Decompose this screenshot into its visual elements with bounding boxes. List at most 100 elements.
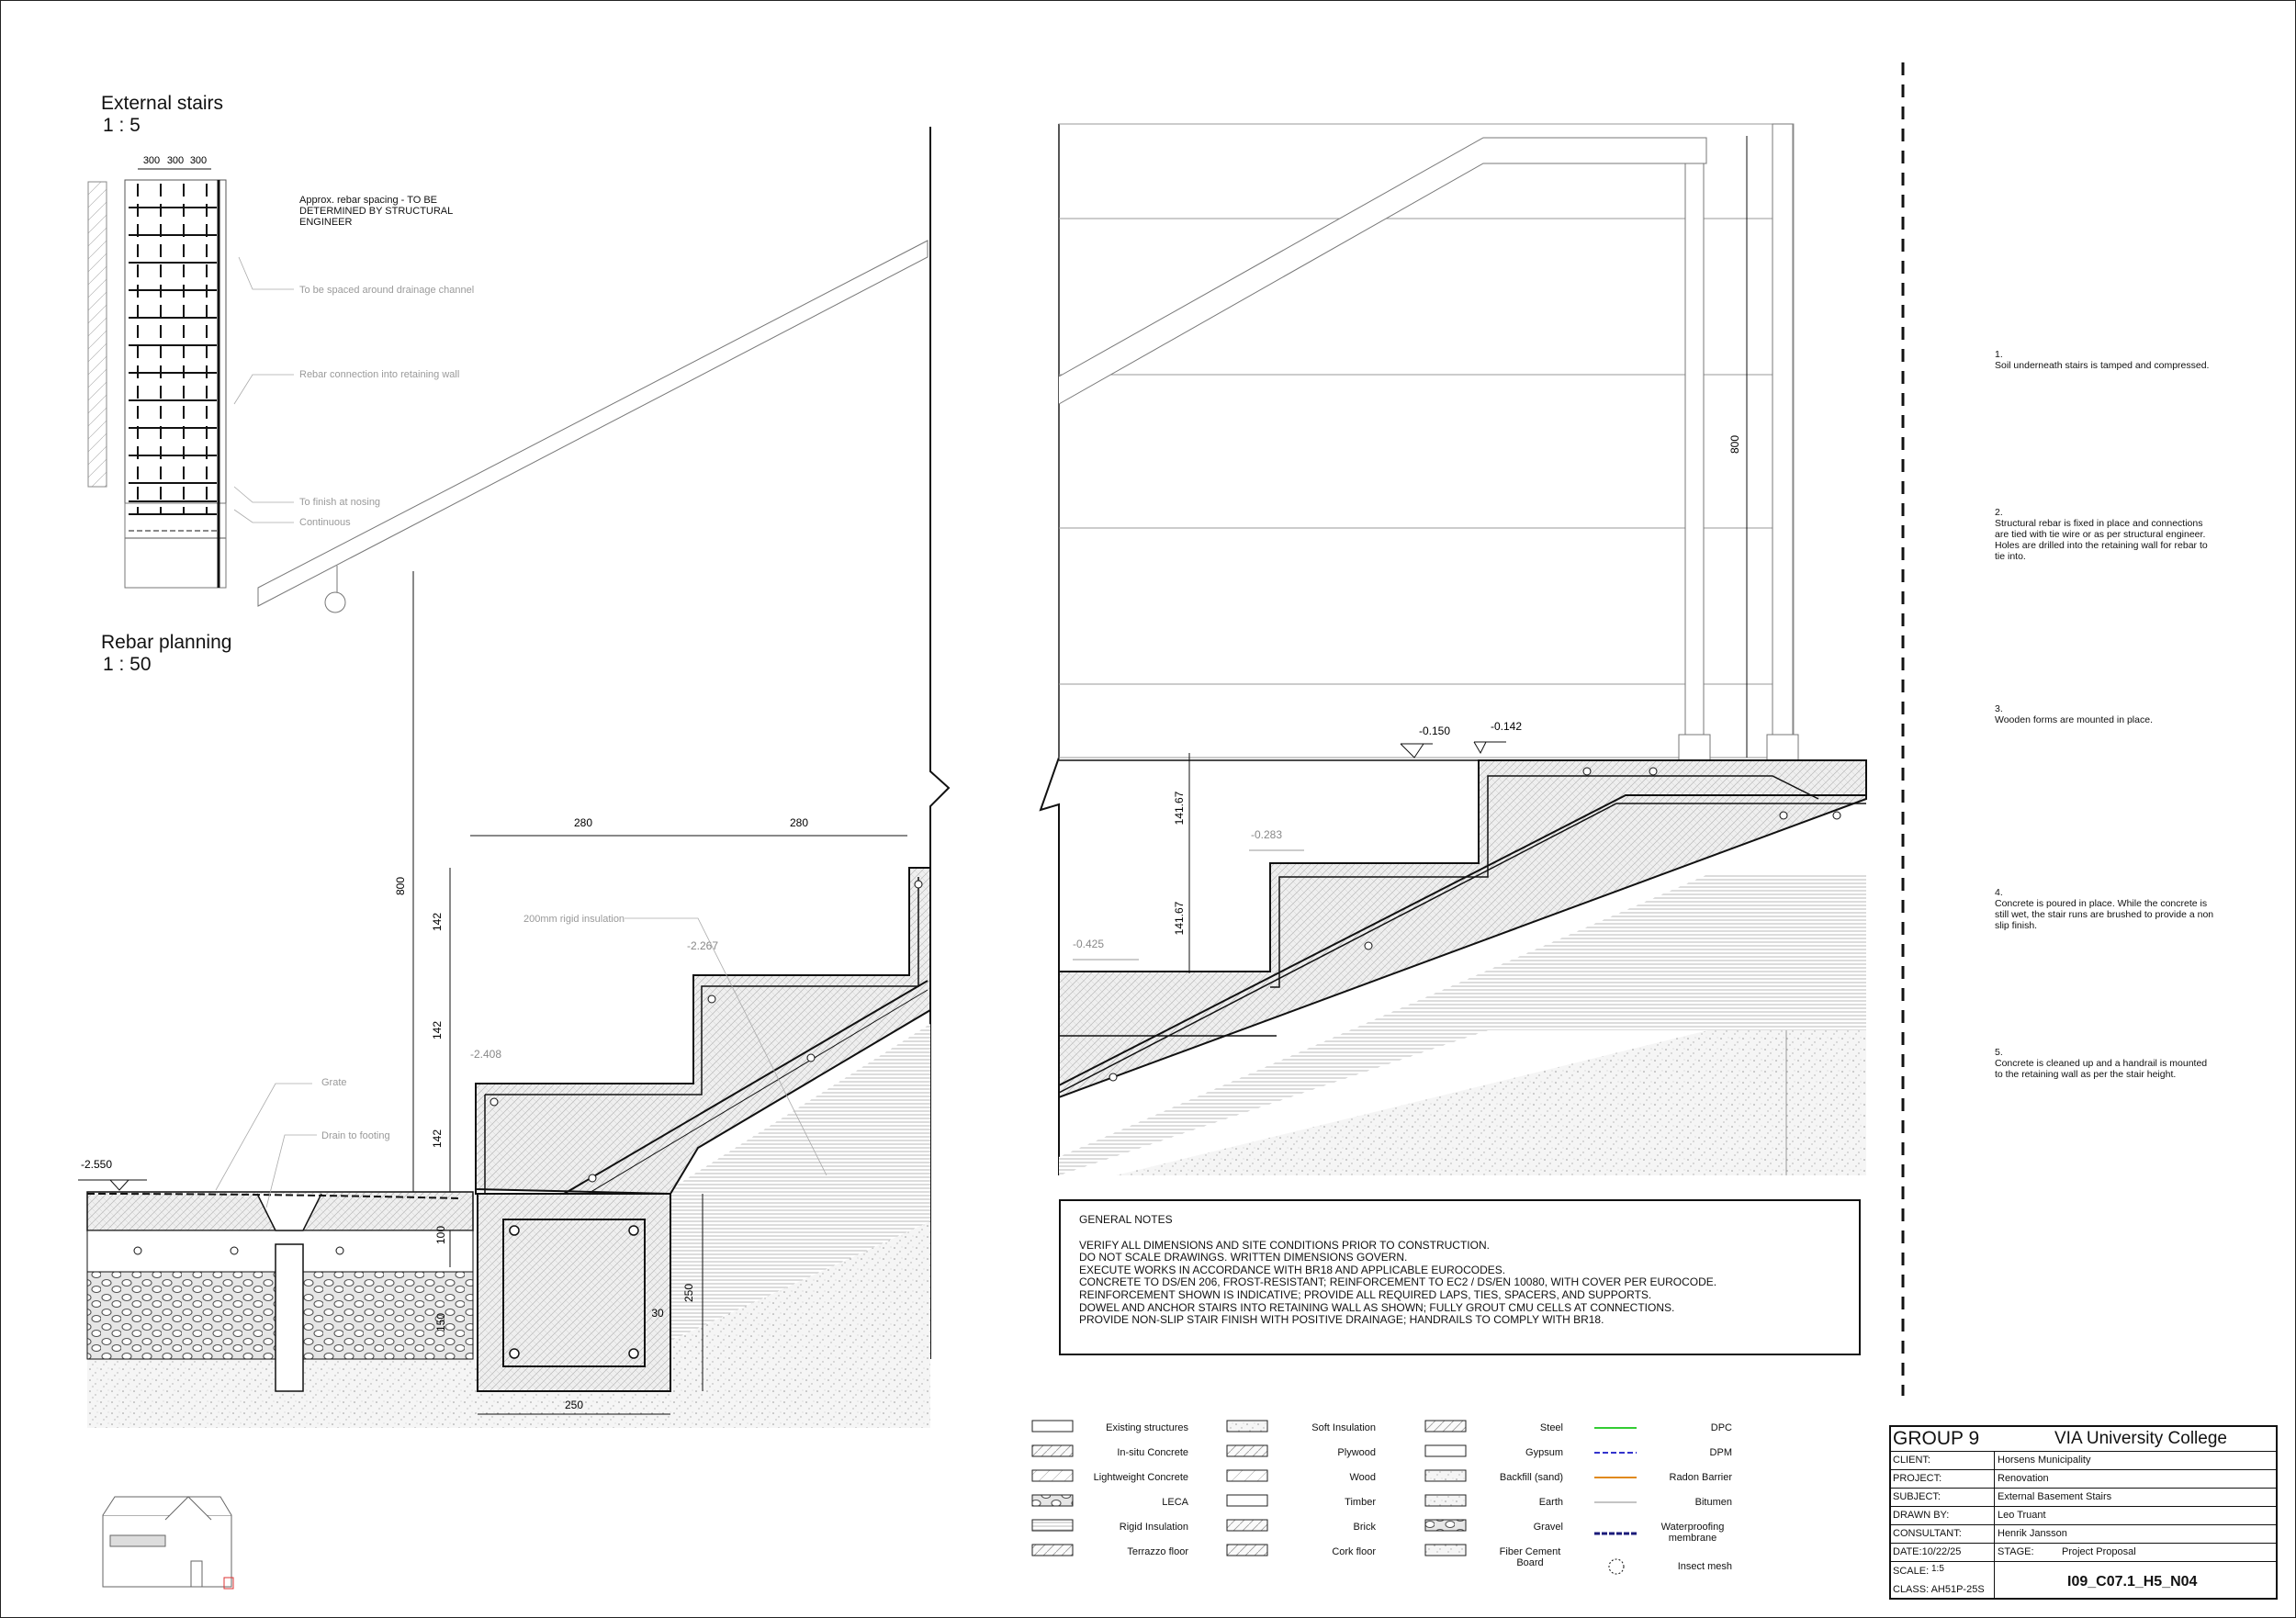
general-notes: GENERAL NOTES VERIFY ALL DIMENSIONS AND … [1059,1199,1861,1355]
legend-label: Terrazzo floor [1127,1546,1188,1557]
legend-label: Insect mesh [1677,1561,1732,1572]
title-block: GROUP 9 VIA University College CLIENT: H… [1889,1425,2278,1600]
legend-label: Steel [1539,1422,1563,1433]
dim-right-handrail: 800 [1728,435,1741,454]
callout-insulation: 200mm rigid insulation [523,914,625,925]
legend-label: Backfill (sand) [1499,1472,1563,1483]
subject-value: External Basement Stairs [1998,1491,2112,1502]
rebar-spacing-dim: 300 [167,155,184,166]
dim-slab: 100 [434,1226,447,1244]
general-note-line: VERIFY ALL DIMENSIONS AND SITE CONDITION… [1079,1238,1490,1252]
dim-tread-1: 280 [574,816,592,829]
step-number: 3. [1995,703,2003,714]
detail-title: External stairs [101,93,224,114]
legend-label: Cork floor [1332,1546,1376,1557]
legend-label: Bitumen [1694,1497,1732,1508]
group-name: GROUP 9 [1893,1428,1980,1449]
scale-value: 1:5 [1931,1564,1944,1574]
stair-section-left [78,127,951,1428]
step-text: Concrete is cleaned up and a handrail is… [1995,1058,2208,1080]
scale-label: SCALE: [1893,1566,1930,1577]
rebar-callout: To finish at nosing [299,497,381,508]
plan-scale: 1 : 50 [103,654,152,675]
dim-right-rise-1: 141.67 [1173,791,1186,825]
dim-handrail-height: 800 [394,877,407,895]
legend-label: DPM [1709,1447,1732,1458]
dim-beam-width: 250 [565,1399,583,1411]
class-value: CLASS: AH51P-25S [1893,1584,1985,1595]
legend-swatches [1031,1420,1467,1556]
stage-value: Project Proposal [2062,1546,2136,1557]
general-notes-heading: GENERAL NOTES [1079,1213,1173,1226]
step-number: 4. [1995,887,2003,898]
consultant-value: Henrik Jansson [1998,1528,2067,1539]
legend-lines [1594,1427,1637,1575]
legend-label: Lightweight Concrete [1093,1472,1188,1483]
legend-label: In-situ Concrete [1117,1447,1188,1458]
legend-label: Brick [1353,1522,1376,1533]
general-note-line: PROVIDE NON-SLIP STAIR FINISH WITH POSIT… [1079,1313,1604,1327]
step-number: 2. [1995,507,2003,518]
step-item: 5. Concrete is cleaned up and a handrail… [1995,1047,2215,1080]
rebar-detail: 300 300 300 [87,155,294,589]
project-label: PROJECT: [1893,1473,1942,1484]
detail-scale: 1 : 5 [103,115,141,136]
left-leaders [215,917,827,1208]
school-name: VIA University College [2054,1429,2227,1448]
step-number: 5. [1995,1047,2003,1058]
legend-label: Earth [1538,1497,1563,1508]
subject-label: SUBJECT: [1893,1491,1941,1502]
step-item: 4. Concrete is poured in place. While th… [1995,887,2215,931]
step-text: Concrete is poured in place. While the c… [1995,898,2214,931]
dim-cover: 30 [651,1307,664,1320]
step-item: 2. Structural rebar is fixed in place an… [1995,507,2215,562]
rebar-spacing-dim: 300 [143,155,160,166]
drawing-number: I09_C07.1_H5_N04 [2067,1574,2198,1590]
legend-label: Gypsum [1525,1447,1563,1458]
level-marker: -0.150 [1419,725,1450,737]
level-marker: -0.142 [1491,720,1522,733]
step-item: 1. Soil underneath stairs is tamped and … [1995,349,2215,371]
house-thumbnail [102,1496,234,1590]
date-value: DATE:10/22/25 [1893,1546,1962,1557]
general-note-line: EXECUTE WORKS IN ACCORDANCE WITH BR18 AN… [1079,1263,1506,1276]
legend-label: Waterproofing membrane [1660,1522,1725,1544]
legend-label: Radon Barrier [1669,1472,1732,1483]
rebar-main-note: Approx. rebar spacing - TO BE DETERMINED… [299,195,453,228]
legend-label: Soft Insulation [1311,1422,1376,1433]
stage-label: STAGE: [1998,1546,2034,1557]
stair-section-right [1039,123,1867,1175]
drawn-label: DRAWN BY: [1893,1510,1950,1521]
project-value: Renovation [1998,1473,2049,1484]
general-note-line: DO NOT SCALE DRAWINGS. WRITTEN DIMENSION… [1079,1251,1408,1264]
step-text: Wooden forms are mounted in place. [1995,714,2153,725]
dim-rise-3: 142 [431,1129,444,1148]
general-note-line: REINFORCEMENT SHOWN IS INDICATIVE; PROVI… [1079,1287,1652,1301]
dim-footing: 150 [434,1313,447,1331]
level-marker: -2.267 [687,939,718,952]
rebar-callout: Rebar connection into retaining wall [299,369,460,380]
dim-rise-2: 142 [431,1021,444,1039]
consultant-label: CONSULTANT: [1893,1528,1962,1539]
legend-label: Gravel [1533,1522,1563,1533]
dim-right-rise-2: 141.67 [1173,901,1186,935]
legend-label: Existing structures [1106,1422,1188,1433]
legend-label: Timber [1345,1497,1376,1508]
legend-label: Fiber Cement Board [1499,1546,1561,1568]
dim-beam-height: 250 [682,1284,695,1302]
general-note-line: CONCRETE TO DS/EN 206, FROST-RESISTANT; … [1079,1275,1717,1289]
rebar-callout: To be spaced around drainage channel [299,285,475,296]
plan-title: Rebar planning [101,632,232,653]
callout-grate: Grate [321,1077,347,1088]
legend-label: LECA [1162,1497,1188,1508]
dim-rise-1: 142 [431,913,444,931]
rebar-spacing-dim: 300 [190,155,207,166]
step-text: Soil underneath stairs is tamped and com… [1995,360,2210,371]
legend-label: Wood [1349,1472,1376,1483]
client-label: CLIENT: [1893,1455,1930,1466]
step-text: Structural rebar is fixed in place and c… [1995,518,2208,562]
general-note-line: DOWEL AND ANCHOR STAIRS INTO RETAINING W… [1079,1300,1675,1314]
level-marker: -2.408 [470,1048,501,1061]
client-value: Horsens Municipality [1998,1455,2091,1466]
step-number: 1. [1995,349,2003,360]
